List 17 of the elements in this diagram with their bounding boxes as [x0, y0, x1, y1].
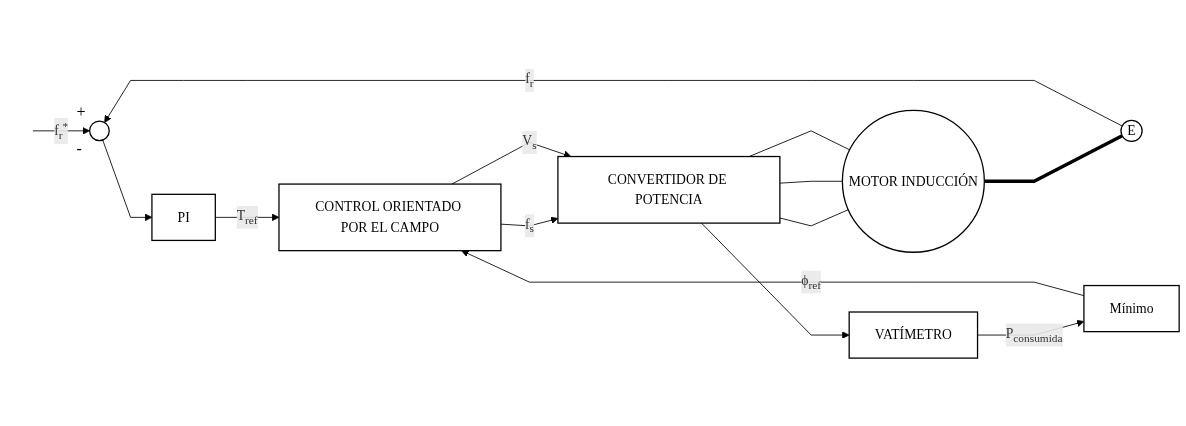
node-circle: [88, 119, 110, 141]
node-box: PI: [151, 193, 216, 241]
node-circle: MOTOR INDUCCIÓN: [841, 109, 985, 253]
edge-label: T$_{ref}$: [236, 207, 258, 226]
node-box: CONTROL ORIENTADO POR EL CAMPO: [278, 182, 502, 251]
edge-label: f$_{s}$: [524, 216, 534, 235]
edge-label: P$_{consumida}$: [1005, 325, 1063, 344]
edge-label: f$_{r}$: [525, 70, 534, 90]
connector: [779, 208, 849, 226]
node-circle: E: [1120, 119, 1143, 142]
edge-label: ϕ$_{ref}$: [801, 272, 822, 291]
node-box: VATÍMETRO: [848, 310, 979, 359]
edge-label: V$_{s}$: [522, 132, 537, 152]
node-box: CONVERTIDOR DE POTENCIA: [557, 155, 781, 224]
connector: [984, 133, 1123, 183]
node-box: Mínimo: [1083, 284, 1180, 332]
connector: [779, 180, 843, 184]
